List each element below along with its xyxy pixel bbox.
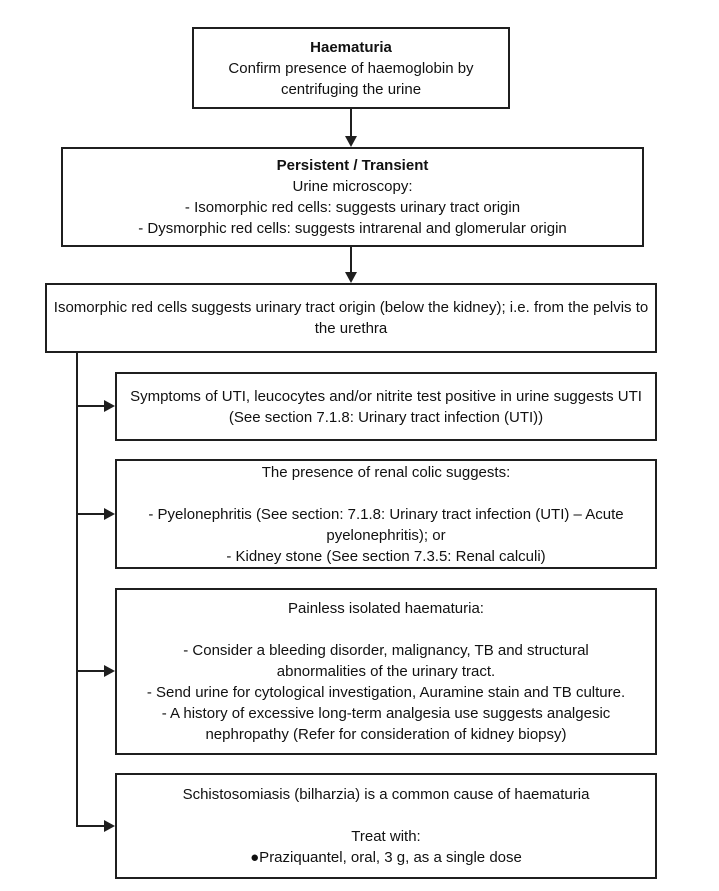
box-persistent-transient-title: Persistent / Transient <box>276 157 429 174</box>
box-uti-symptoms-text: Symptoms of UTI, leucocytes and/or nitri… <box>130 387 642 426</box>
box-renal-colic-title: The presence of renal colic suggests: <box>261 463 511 481</box>
box-persistent-transient-line: Urine microscopy: <box>292 178 413 195</box>
branch-trunk-line <box>76 353 78 827</box>
box-schistosomiasis: Schistosomiasis (bilharzia) is a common … <box>115 773 657 879</box>
box-uti-symptoms: Symptoms of UTI, leucocytes and/or nitri… <box>115 372 657 441</box>
box-haematuria-body: Confirm presence of haemoglobin by centr… <box>228 59 474 98</box>
box-painless-haematuria-item: - Consider a bleeding disorder, malignan… <box>183 642 589 680</box>
box-painless-haematuria-item: - A history of excessive long-term analg… <box>161 705 611 743</box>
branch-line-renal-colic <box>76 513 104 515</box>
box-renal-colic-item: - Pyelonephritis (See section: 7.1.8: Ur… <box>148 505 624 544</box>
arrow-down-icon <box>345 136 357 147</box>
box-schistosomiasis-treat-label: Treat with: <box>351 828 421 845</box>
box-haematuria-title: Haematuria <box>310 38 392 56</box>
connector-line-triage-to-isomorphic <box>350 247 352 273</box>
branch-line-schistosomiasis <box>76 825 104 827</box>
box-painless-haematuria-item: - Send urine for cytological investigati… <box>146 684 626 701</box>
arrow-right-icon <box>104 508 115 520</box>
box-schistosomiasis-title: Schistosomiasis (bilharzia) is a common … <box>182 786 590 803</box>
box-renal-colic: The presence of renal colic suggests: - … <box>115 459 657 569</box>
arrow-right-icon <box>104 665 115 677</box>
box-persistent-transient-line: - Isomorphic red cells: suggests urinary… <box>184 199 521 216</box>
box-haematuria: Haematuria Confirm presence of haemoglob… <box>192 27 510 109</box>
arrow-right-icon <box>104 820 115 832</box>
connector-line-haematuria-to-triage <box>350 109 352 137</box>
box-isomorphic-red-cells-text: Isomorphic red cells suggests urinary tr… <box>53 299 649 337</box>
branch-line-uti <box>76 405 104 407</box>
arrow-right-icon <box>104 400 115 412</box>
box-persistent-transient-line: - Dysmorphic red cells: suggests intrare… <box>138 220 567 237</box>
box-schistosomiasis-treatment: ●Praziquantel, oral, 3 g, as a single do… <box>250 849 522 866</box>
arrow-down-icon <box>345 272 357 283</box>
box-painless-haematuria-title: Painless isolated haematuria: <box>288 600 484 617</box>
branch-line-painless <box>76 670 104 672</box>
box-persistent-transient: Persistent / Transient Urine microscopy:… <box>61 147 644 247</box>
box-isomorphic-red-cells: Isomorphic red cells suggests urinary tr… <box>45 283 657 353</box>
box-painless-haematuria: Painless isolated haematuria: - Consider… <box>115 588 657 755</box>
box-renal-colic-item: - Kidney stone (See section 7.3.5: Renal… <box>226 547 546 565</box>
